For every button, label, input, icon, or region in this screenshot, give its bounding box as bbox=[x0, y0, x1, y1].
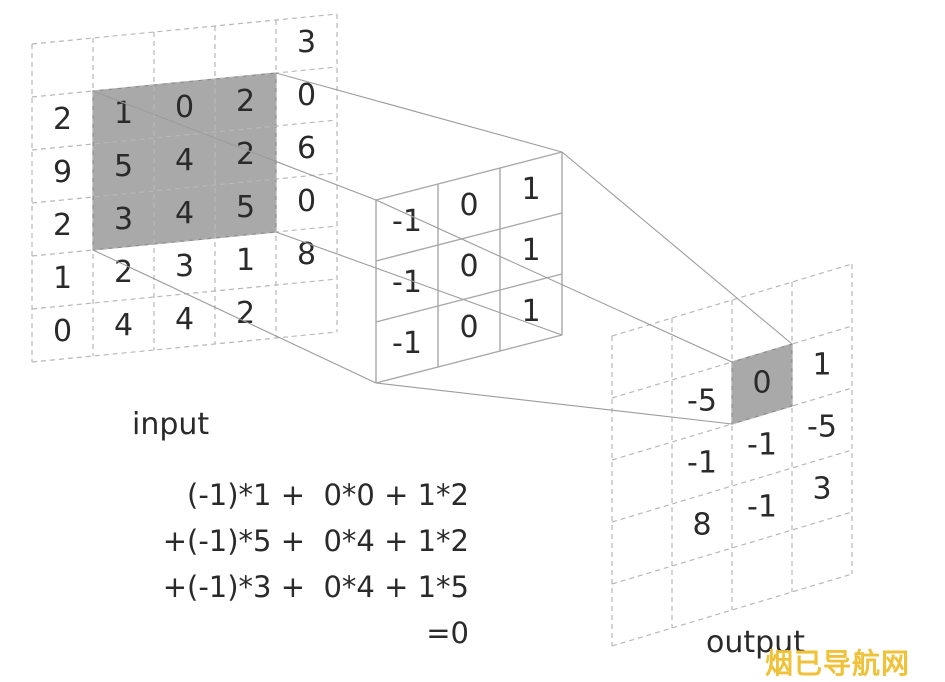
kernel-cell-value: -1 bbox=[392, 326, 422, 361]
input-cell-value: 0 bbox=[297, 78, 316, 113]
projection-line bbox=[275, 72, 563, 153]
output-cell-value: 8 bbox=[692, 508, 711, 543]
kernel-grid-row-line bbox=[375, 212, 563, 262]
input-cell-value: 4 bbox=[175, 143, 194, 178]
input-cell-value: 2 bbox=[53, 102, 72, 137]
input-cell-value: 6 bbox=[297, 131, 316, 166]
projection-line bbox=[375, 199, 733, 363]
output-grid-row-line bbox=[611, 263, 853, 337]
formula-line: (-1)*1 + 0*0 + 1*2 bbox=[187, 478, 469, 512]
kernel-cell-value: 1 bbox=[521, 172, 540, 207]
projection-line bbox=[375, 382, 733, 425]
kernel-cell-value: 1 bbox=[521, 233, 540, 268]
formula-line: +(-1)*5 + 0*4 + 1*2 bbox=[162, 524, 469, 558]
input-cell-value: 0 bbox=[175, 90, 194, 125]
input-grid-row-line bbox=[31, 119, 338, 151]
output-grid-row-line bbox=[611, 387, 853, 461]
output-cell-value: -1 bbox=[687, 446, 717, 481]
input-cell-value: 1 bbox=[114, 96, 133, 131]
input-cell-value: 5 bbox=[114, 149, 133, 184]
output-cell-value: -1 bbox=[747, 428, 777, 463]
projection-lines bbox=[92, 72, 793, 425]
output-cell-value: 0 bbox=[752, 366, 771, 401]
input-cell-value: 8 bbox=[297, 237, 316, 272]
kernel-cell-value: 0 bbox=[459, 310, 478, 345]
input-cell-value: 2 bbox=[236, 296, 255, 331]
output-cell-value: -5 bbox=[807, 410, 837, 445]
output-label: output bbox=[706, 625, 805, 660]
input-cell-value: 3 bbox=[297, 25, 316, 60]
input-cell-value: 1 bbox=[53, 261, 72, 296]
watermark-logo: 烟已导航网 bbox=[765, 647, 911, 680]
input-grid-row-line bbox=[31, 331, 338, 363]
input-grid-row-line bbox=[31, 66, 338, 98]
output-grid-row-line bbox=[611, 573, 853, 647]
projection-line bbox=[92, 90, 377, 201]
projection-line bbox=[92, 249, 377, 384]
output-matrix: -5 0 1 -1 -1 -5 8 -1 3 bbox=[611, 263, 853, 647]
formula-block: (-1)*1 + 0*0 + 1*2 +(-1)*5 + 0*4 + 1*2 +… bbox=[163, 472, 469, 656]
projection-line bbox=[275, 231, 563, 336]
output-cell-value: 3 bbox=[812, 472, 831, 507]
input-cell-value: 2 bbox=[236, 137, 255, 172]
input-cell-value: 4 bbox=[114, 308, 133, 343]
input-grid-row-line bbox=[31, 278, 338, 310]
output-cell-value: -1 bbox=[747, 490, 777, 525]
input-cell-value: 2 bbox=[53, 208, 72, 243]
input-cell-value: 2 bbox=[236, 84, 255, 119]
input-cell-value: 3 bbox=[114, 202, 133, 237]
input-grid-row-line bbox=[31, 172, 338, 204]
kernel-cell-value: 1 bbox=[521, 294, 540, 329]
kernel-cell-value: 0 bbox=[459, 188, 478, 223]
input-cell-value: 0 bbox=[53, 314, 72, 349]
output-grid-row-line bbox=[611, 325, 853, 399]
output-grid-row-line bbox=[611, 511, 853, 585]
input-cell-value: 5 bbox=[236, 190, 255, 225]
input-matrix: 3 2 1 0 2 0 9 5 4 2 6 2 3 4 5 0 1 2 3 1 8 0 4 4 2 bbox=[31, 13, 338, 363]
input-cell-value: 4 bbox=[175, 302, 194, 337]
output-cell-value: 1 bbox=[812, 348, 831, 383]
formula-result: =0 bbox=[426, 616, 469, 650]
projection-line bbox=[561, 151, 793, 345]
formula-line: +(-1)*3 + 0*4 + 1*5 bbox=[162, 570, 469, 604]
input-cell-value: 1 bbox=[236, 243, 255, 278]
kernel-grid-row-line bbox=[375, 334, 563, 384]
input-cell-value: 9 bbox=[53, 155, 72, 190]
input-cell-value: 3 bbox=[175, 249, 194, 284]
kernel-cell-value: 0 bbox=[459, 249, 478, 284]
output-grid-row-line bbox=[611, 449, 853, 523]
kernel-grid-row-line bbox=[375, 273, 563, 323]
input-cell-value: 0 bbox=[297, 184, 316, 219]
input-grid-row-line bbox=[31, 225, 338, 257]
input-cell-value: 4 bbox=[175, 196, 194, 231]
output-cell-value: -5 bbox=[687, 384, 717, 419]
input-grid-row-line bbox=[31, 13, 338, 45]
input-label: input bbox=[132, 407, 209, 442]
input-cell-value: 2 bbox=[114, 255, 133, 290]
kernel-grid-row-line bbox=[375, 151, 563, 201]
